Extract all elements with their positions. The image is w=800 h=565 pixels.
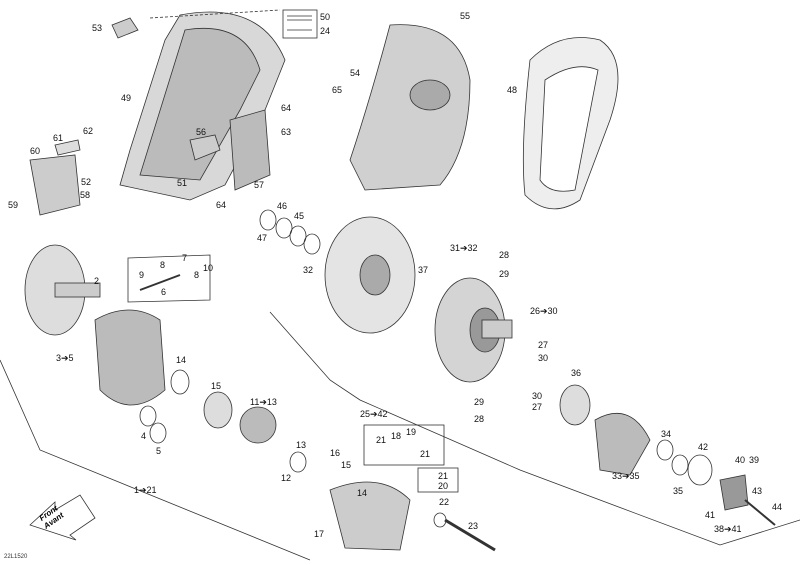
callout: 17: [314, 529, 325, 539]
callout: 10: [203, 263, 214, 273]
callout: 51: [177, 178, 188, 188]
callout: 20: [438, 481, 449, 491]
callout: 21: [376, 435, 387, 445]
callout: 14: [176, 355, 187, 365]
callout: 16: [330, 448, 341, 458]
spring-15: [203, 391, 233, 429]
callout: 15: [341, 460, 352, 470]
callout: 29: [474, 397, 485, 407]
callout: 5: [156, 446, 162, 456]
callout: 12: [281, 473, 292, 483]
callout: 61: [53, 133, 64, 143]
callout: 55: [460, 11, 471, 21]
callout: 2: [94, 276, 100, 286]
spider-11: [239, 406, 277, 444]
callout: 19: [406, 427, 417, 437]
bracket-58: [29, 154, 81, 216]
callout: 39: [749, 455, 760, 465]
callout: 64: [281, 103, 292, 113]
callout: 50: [320, 12, 331, 22]
callout: 32: [303, 265, 314, 275]
callout: 24: [320, 26, 331, 36]
callout: 13: [296, 440, 307, 450]
callout: 53: [92, 23, 103, 33]
callout: 25➔42: [360, 409, 388, 419]
callout: 64: [216, 200, 227, 210]
callout: 40: [735, 455, 746, 465]
callout: 22: [439, 497, 450, 507]
callout: 52: [81, 177, 92, 187]
callout: 58: [80, 190, 91, 200]
callout: 44: [772, 502, 783, 512]
callout: 21: [438, 471, 449, 481]
callout: 3➔5: [56, 353, 74, 363]
cover-17: [329, 481, 411, 551]
callout: 28: [474, 414, 485, 424]
callout: 33➔35: [612, 471, 640, 481]
front-arrow: [29, 494, 96, 541]
warning-label: [282, 9, 318, 39]
callout: 48: [507, 85, 518, 95]
callout: 8: [194, 270, 200, 280]
callout: 1➔21: [134, 485, 157, 495]
callout: 46: [277, 201, 288, 211]
callout: 42: [698, 442, 709, 452]
callout: 60: [30, 146, 41, 156]
movable-sheave-3: [94, 309, 166, 406]
callout: 35: [673, 486, 684, 496]
callout: 62: [83, 126, 94, 136]
callout: 36: [571, 368, 582, 378]
callout: 54: [350, 68, 361, 78]
callout: 15: [211, 381, 222, 391]
callout: 49: [121, 93, 132, 103]
part-53: [111, 17, 139, 39]
callout: 57: [254, 180, 265, 190]
callout: 27: [538, 340, 549, 350]
callout: 43: [752, 486, 763, 496]
inner-cover: [349, 24, 471, 191]
callout: 63: [281, 127, 292, 137]
callout: 8: [160, 260, 166, 270]
callout: 30: [538, 353, 549, 363]
callout: 59: [8, 200, 19, 210]
callout: 18: [391, 431, 402, 441]
callout: 65: [332, 85, 343, 95]
callout: 30: [532, 391, 543, 401]
cam-33: [594, 412, 651, 476]
callout: 9: [139, 270, 145, 280]
callout: 37: [418, 265, 429, 275]
callout: 47: [257, 233, 268, 243]
callout: 56: [196, 127, 207, 137]
callout: 29: [499, 269, 510, 279]
callout: 41: [705, 510, 716, 520]
callout: 21: [420, 449, 431, 459]
callout: 38➔41: [714, 524, 742, 534]
callout: 14: [357, 488, 368, 498]
callout: 6: [161, 287, 167, 297]
callout: 31➔32: [450, 243, 478, 253]
part-56: [189, 134, 221, 161]
callout: 28: [499, 250, 510, 260]
callout: 4: [141, 431, 147, 441]
callout: 11➔13: [250, 397, 277, 407]
callout: 34: [661, 429, 672, 439]
callout: 7: [182, 253, 188, 263]
bracket-63: [229, 109, 271, 191]
diagram-code: 22L1520: [4, 554, 28, 560]
callout: 23: [468, 521, 479, 531]
callout: 26➔30: [530, 306, 558, 316]
callout: 45: [294, 211, 305, 221]
callout: 27: [532, 402, 543, 412]
